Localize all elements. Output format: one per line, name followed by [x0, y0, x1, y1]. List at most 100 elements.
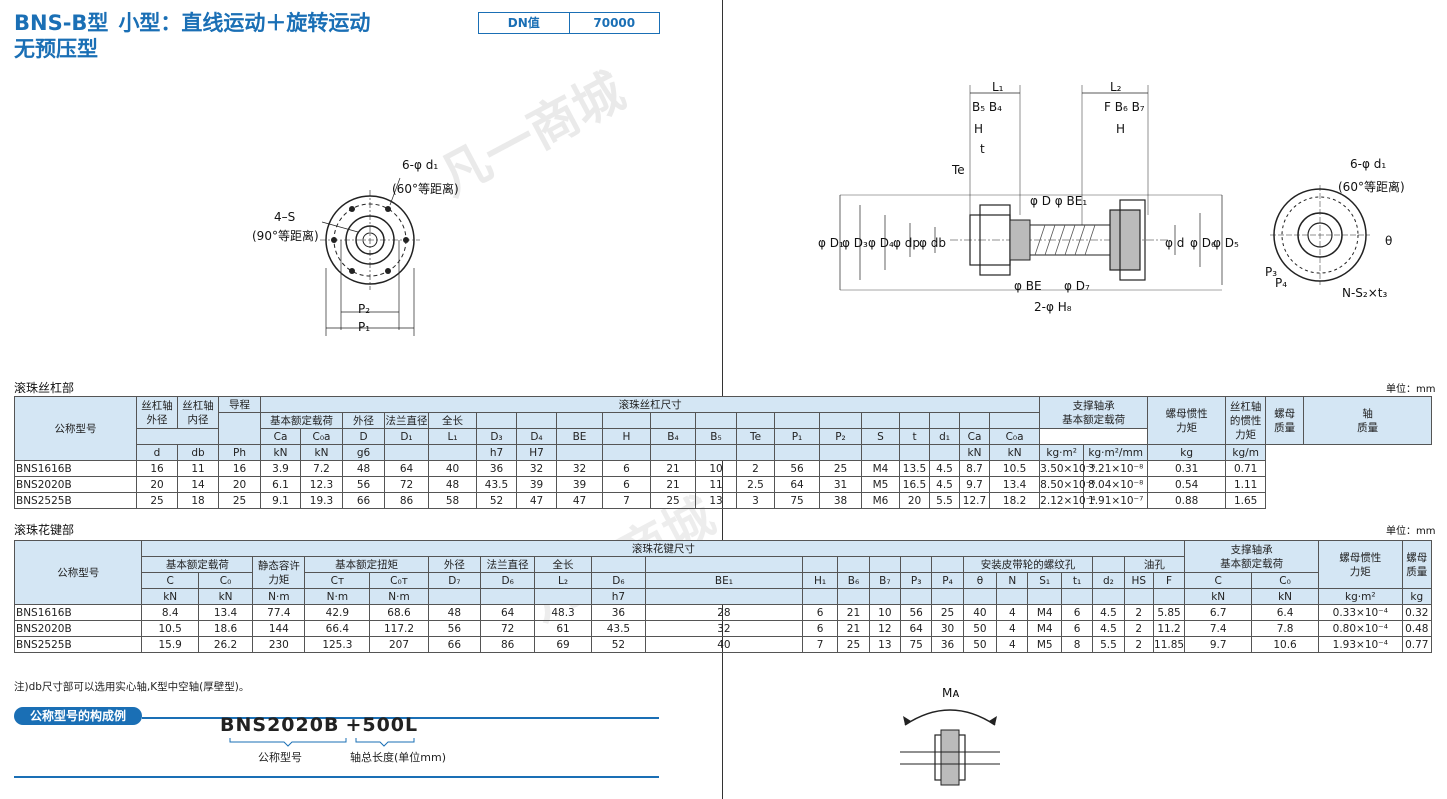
col-unit [962, 588, 998, 605]
col-unit [1123, 588, 1154, 605]
value-cell: 36 [590, 604, 647, 621]
col-header-blank [774, 412, 820, 429]
col-symbol: C [1184, 572, 1253, 589]
value-cell: 2 [736, 460, 775, 477]
col-unit [556, 444, 603, 461]
value-cell: 5.85 [1152, 604, 1186, 621]
col-unit: db [177, 444, 219, 461]
page-title: BNS-B型小型：直线运动＋旋转运动 无预压型 [14, 10, 370, 62]
label-H-right: H [1116, 122, 1126, 136]
header-row: 公称型号滚珠花键尺寸支撑轴承 基本额定载荷螺母惯性 力矩螺母 质量 [13, 540, 1433, 605]
col-header-blank [695, 412, 737, 429]
value-cell: 21 [837, 620, 870, 637]
value-cell: 25 [819, 460, 862, 477]
value-cell: 75 [774, 492, 820, 509]
col-symbol: Cᴛ [304, 572, 371, 589]
value-cell: 20 [218, 476, 261, 493]
value-cell: 77.4 [252, 604, 306, 621]
value-cell: 8.4 [141, 604, 199, 621]
col-unit: kN [1251, 588, 1319, 605]
spline-section-title: 滚珠花键部 [14, 523, 75, 537]
value-cell: 6.4 [1251, 604, 1319, 621]
value-cell: 31 [819, 476, 862, 493]
col-unit: kg/m [1225, 444, 1267, 461]
value-cell: 40 [645, 636, 803, 653]
col-symbol: D₁ [384, 428, 429, 445]
value-cell: 10.5 [988, 460, 1041, 477]
value-cell: M5 [861, 476, 900, 493]
value-cell: 13 [868, 636, 902, 653]
col-unit [1060, 588, 1094, 605]
spline-unit: 单位：mm [1386, 526, 1436, 537]
value-cell: 21 [650, 460, 696, 477]
label-D3: φ D₃ [842, 236, 868, 250]
label-D1: φ D₁ [818, 236, 844, 250]
value-cell: 26.2 [197, 636, 254, 653]
value-cell: 16.5 [899, 476, 930, 493]
col-header-shaft-id: 丝杠轴 内径 [177, 396, 219, 429]
col-symbol: L₂ [534, 572, 592, 589]
col-symbol: C₀a [300, 428, 343, 445]
col-unit [427, 588, 481, 605]
pill-rule [142, 717, 659, 719]
label-6d1-right: 6-φ d₁ [1350, 157, 1387, 171]
header-row: 基本额定载荷静态容许 力矩基本额定扭矩外径法兰直径全长安装皮带轮的螺纹孔油孔 [15, 556, 1432, 589]
label-L2: L₂ [1110, 80, 1122, 94]
value-cell: 10 [695, 460, 737, 477]
col-unit: kg [1147, 444, 1227, 461]
title-desc: 小型：直线运动＋旋转运动 [118, 11, 371, 35]
value-cell: 7.4 [1184, 620, 1253, 637]
value-cell: 2 [1123, 620, 1154, 637]
model-example-pill: 公称型号的构成例 [14, 707, 142, 725]
col-unit: N·m [304, 588, 371, 605]
col-header-rated-load: 基本额定载荷 [260, 412, 343, 429]
col-header-shaft-inertia: 丝杠轴的惯性 力矩 [1225, 396, 1267, 445]
value-cell: 66 [342, 492, 385, 509]
value-cell: 20 [136, 476, 178, 493]
model-brackets [229, 738, 415, 747]
col-unit: kN [197, 588, 254, 605]
value-cell: 0.80×10⁻⁴ [1318, 620, 1403, 637]
label-NS2t3: N-S₂×t₃ [1342, 286, 1388, 300]
col-header-rated-torque: 基本额定扭矩 [304, 556, 429, 573]
col-symbol: L₁ [428, 428, 477, 445]
label-D-BE1: φ D φ BE₁ [1030, 194, 1088, 208]
value-cell: M6 [861, 492, 900, 509]
value-cell: 8.04×10⁻⁸ [1083, 476, 1149, 493]
col-symbol: d₂ [1092, 572, 1125, 589]
value-cell: 5.5 [1092, 636, 1125, 653]
value-cell: 25 [218, 492, 261, 509]
value-cell: 2 [1123, 636, 1154, 653]
label-FB6B7: F B₆ B₇ [1104, 100, 1145, 114]
value-cell: 8.50×10⁻⁶ [1039, 476, 1096, 493]
value-cell: 4 [996, 604, 1029, 621]
label-P3: P₃ [1265, 265, 1278, 279]
value-cell: 36 [476, 460, 517, 477]
front-view-drawing [320, 177, 420, 336]
col-unit [996, 588, 1029, 605]
col-symbol: D₆ [479, 572, 536, 589]
col-header-blank [1092, 556, 1125, 573]
col-unit: kN [988, 444, 1041, 461]
value-cell: 39 [556, 476, 603, 493]
value-cell: 11.85 [1152, 636, 1186, 653]
col-unit [1092, 588, 1125, 605]
value-cell: 61 [534, 620, 592, 637]
value-cell: 1.91×10⁻⁷ [1083, 492, 1149, 509]
side-front-view-drawing [1270, 185, 1370, 285]
value-cell: 52 [590, 636, 647, 653]
value-cell: 9.7 [959, 476, 990, 493]
col-symbol: B₄ [650, 428, 696, 445]
model-cell: BNS2020B [13, 620, 143, 637]
value-cell: 25 [136, 492, 178, 509]
model-length: +500L [345, 714, 419, 736]
label-6d1: 6-φ d₁ [402, 158, 439, 172]
footnote: 注)db尺寸部可以选用实心轴,K型中空轴(厚壁型)。 [14, 681, 250, 693]
col-symbol: D₄ [516, 428, 557, 445]
col-header-model: 公称型号 [14, 396, 137, 461]
value-cell: 6.1 [260, 476, 301, 493]
